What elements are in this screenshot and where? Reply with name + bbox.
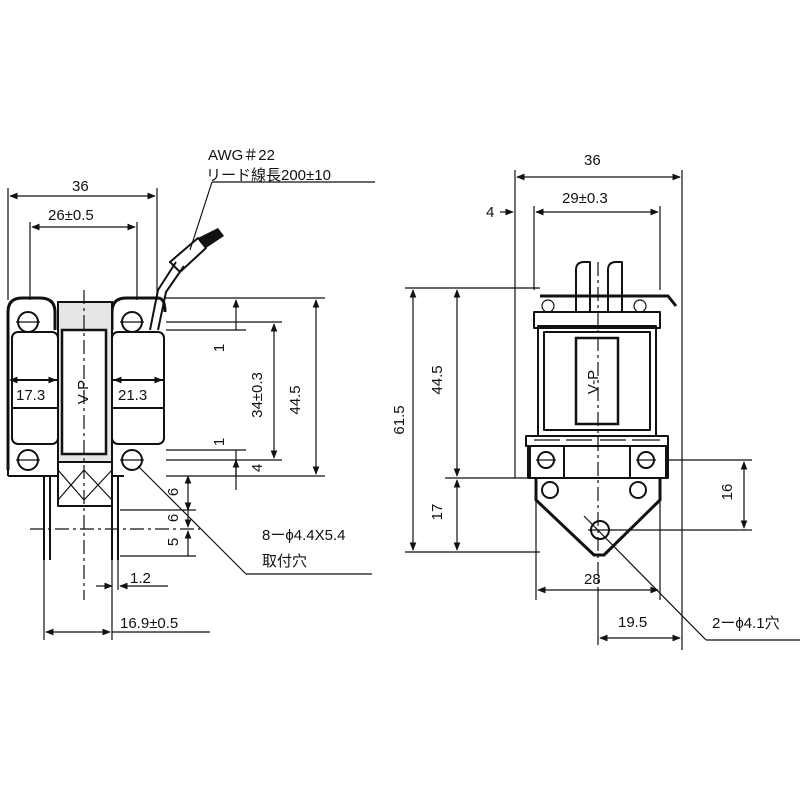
- front-nameplate-label: V-P: [585, 370, 602, 394]
- front-hole-pitch-label: 28: [584, 571, 601, 588]
- side-left-section-label: 17.3: [16, 387, 45, 404]
- front-view: 36 29±0.3 4 61.5 44.5 17 16 28 19.5 V-P …: [391, 152, 800, 650]
- front-bottom-bracket: [534, 478, 662, 557]
- side-view: AWG＃22 リード線長200±10 36 26±0.5 17.3 21.3 4…: [6, 147, 375, 640]
- side-offset-4-label: 4: [249, 464, 266, 472]
- front-core-frame: [533, 311, 661, 329]
- front-width-overall-label: 36: [584, 152, 601, 169]
- front-bracket-height-label: 16: [719, 484, 736, 501]
- side-width-inner-label: 26±0.5: [48, 207, 94, 224]
- side-height-inner-label: 34±0.3: [249, 372, 266, 418]
- front-bracket-hole-right: [629, 481, 647, 499]
- side-right-section-label: 21.3: [118, 387, 147, 404]
- front-hole-note: 2ーϕ4.1穴: [712, 615, 780, 632]
- nameplate-front: [574, 336, 620, 426]
- side-step-top-label: 1: [211, 344, 228, 352]
- front-hole-offset-label: 19.5: [618, 614, 647, 631]
- side-height-overall-label: 44.5: [287, 385, 304, 414]
- lead-note-line2: リード線長200±10: [206, 167, 331, 184]
- side-mount-note-line2: 取付穴: [262, 553, 307, 570]
- side-mount-note-line1: 8ーϕ4.4X5.4: [262, 527, 345, 544]
- front-height-lower-label: 17: [429, 504, 446, 521]
- side-base-offset-label: 16.9±0.5: [120, 615, 178, 632]
- side-nameplate-label: V-P: [75, 380, 92, 404]
- side-slot-5-label: 5: [165, 538, 182, 546]
- side-width-overall-label: 36: [72, 178, 89, 195]
- front-bracket-hole-left: [541, 481, 559, 499]
- front-height-total-label: 61.5: [391, 405, 408, 434]
- side-offset-6-label: 6: [165, 488, 182, 496]
- front-height-core-label: 44.5: [429, 365, 446, 394]
- side-thickness-label: 1.2: [130, 570, 151, 587]
- lead-note-line1: AWG＃22: [208, 147, 275, 164]
- front-width-inner-label: 29±0.3: [562, 190, 608, 207]
- lead-wire: [149, 261, 177, 331]
- side-slot-6-label: 6: [165, 514, 182, 522]
- side-step-bottom-label: 1: [211, 438, 228, 446]
- front-edge-offset-label: 4: [486, 204, 494, 221]
- front-lead-wires: [575, 261, 623, 312]
